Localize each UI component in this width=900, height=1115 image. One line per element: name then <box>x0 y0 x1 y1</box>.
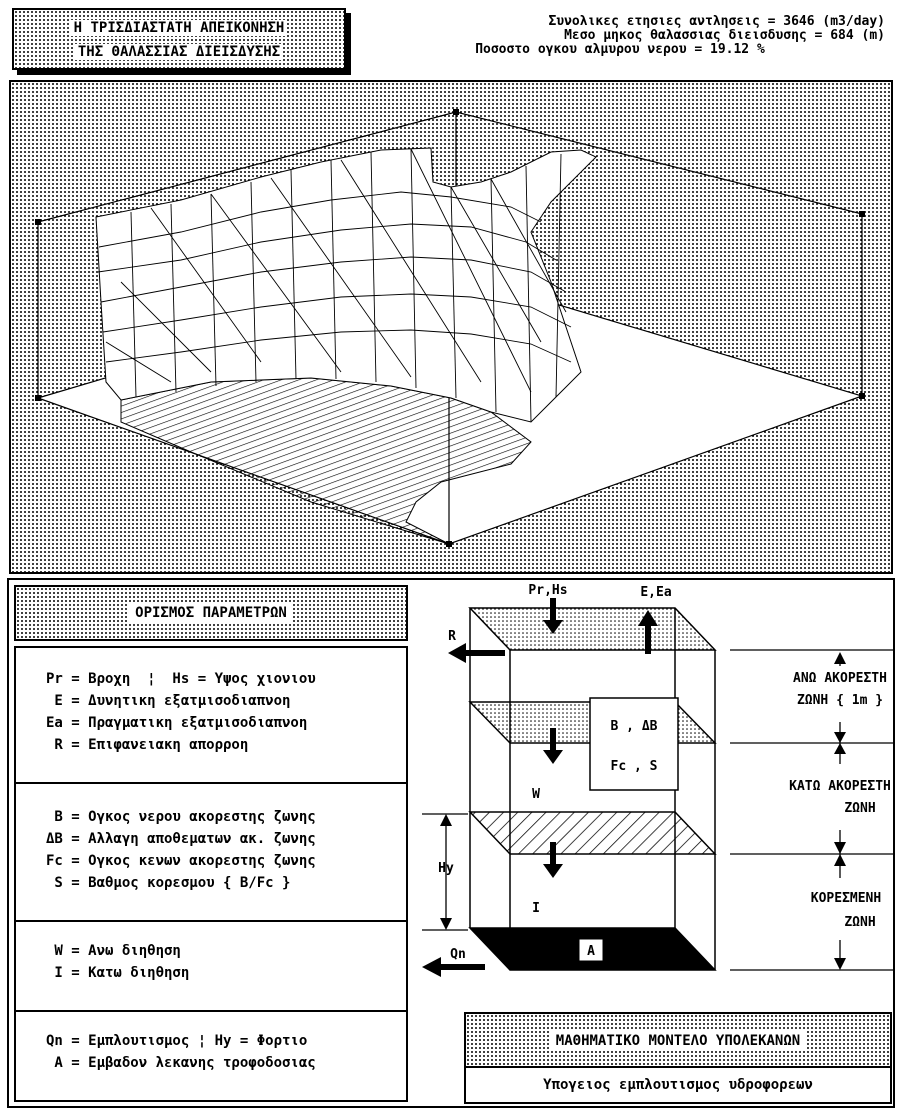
flux-arrows <box>422 598 658 977</box>
model-heading: ΜΑΘΗΜΑΤΙΚΟ ΜΟΝΤΕΛΟ ΥΠΟΛΕΚΑΝΩΝ <box>549 1031 807 1051</box>
parameters-heading-box: ΟΡΙΣΜΟΣ ΠΑΡΑΜΕΤΡΩΝ <box>14 585 408 641</box>
param-line: B = Ογκος νερου ακορεστης ζωνης <box>46 809 316 825</box>
param-line: R = Επιφανειακη απορροη <box>46 737 249 753</box>
lower-infiltration-arrow-icon <box>543 864 563 878</box>
label-a: A <box>587 944 595 959</box>
param-line: ΔB = Αλλαγη αποθεματων ακ. ζωνης <box>46 831 316 847</box>
hy-dimension <box>422 813 468 931</box>
title-box: Η ΤΡΙΣΔΙΑΣΤΑΤΗ ΑΠΕΙΚΟΝΗΣΗ ΤΗΣ ΘΑΛΑΣΣΙΑΣ … <box>12 8 346 70</box>
zone-scale-arrows <box>834 652 846 970</box>
title-line-2: ΤΗΣ ΘΑΛΑΣΣΙΑΣ ΔΙΕΙΣΔΥΣΗΣ <box>74 44 284 60</box>
zone-saturated-line1: ΚΟΡΕΣΜΕΝΗ <box>811 891 881 906</box>
label-hy: Hy <box>438 861 454 876</box>
param-line: A = Εμβαδον λεκανης τροφοδοσιας <box>46 1055 316 1071</box>
zone-lower-unsaturated-line1: ΚΑΤΩ ΑΚΟΡΕΣΤΗ <box>789 779 891 794</box>
zone-lower-unsaturated-line2: ΖΩΝΗ <box>844 801 875 816</box>
upper-infiltration-arrow-icon <box>543 750 563 764</box>
label-i: I <box>532 901 540 916</box>
wireframe-canvas <box>35 109 865 547</box>
aquifer-block-diagram: B , ΔB Fc , S Pr,Hs E,Ea R W I Qn A Hy <box>422 583 894 977</box>
evaporation-arrow-icon <box>638 610 658 626</box>
hy-up-arrow-icon <box>440 814 452 826</box>
recharge-arrow-icon <box>422 957 441 977</box>
parameters-group-unsaturated-zone: B = Ογκος νερου ακορεστης ζωνης ΔB = Αλλ… <box>14 782 408 922</box>
seawater-intrusion-3d-view <box>9 80 893 574</box>
param-line: I = Κατω διηθηση <box>46 965 190 981</box>
statistics-panel: Συνολικες ετησιες αντλησεις = 3646 (m3/d… <box>355 4 895 74</box>
stat-salt-water-volume: Ποσοστο ογκου αλμυρου νερου = 19.12 % <box>475 42 765 57</box>
zone-saturated-line2: ΖΩΝΗ <box>844 915 875 930</box>
zone-upper-unsaturated-line2: ΖΩΝΗ { 1m } <box>797 693 883 708</box>
model-subtitle: Υπογειος εμπλουτισμος υδροφορεων <box>543 1077 813 1093</box>
param-line: W = Ανω διηθηση <box>46 943 181 959</box>
parameters-group-precipitation: Pr = Βροχη ¦ Hs = Υψος χιονιου E = Δυνητ… <box>14 646 408 784</box>
stat-total-pumping: Συνολικες ετησιες αντλησεις = 3646 (m3/d… <box>548 14 885 29</box>
runoff-arrow-icon <box>448 643 466 663</box>
param-line: Fc = Ογκος κενων ακορεστης ζωνης <box>46 853 316 869</box>
param-line: S = Βαθμος κορεσμου { B/Fc } <box>46 875 291 891</box>
param-line: Qn = Εμπλουτισμος ¦ Hy = Φορτιο <box>46 1033 308 1049</box>
hy-down-arrow-icon <box>440 918 452 930</box>
label-e-ea: E,Ea <box>640 585 671 600</box>
stat-intrusion-length: Μεσο μηκος θαλασσιας διεισδυσης = 684 (m… <box>564 28 885 43</box>
param-line: Ea = Πραγματικη εξατμισοδιαπνοη <box>46 715 308 731</box>
param-line: E = Δυνητικη εξατμισοδιαπνοη <box>46 693 291 709</box>
water-table-plane <box>468 811 717 855</box>
mesh-lines <box>97 148 572 423</box>
label-qn: Qn <box>450 947 466 962</box>
model-subtitle-box: Υπογειος εμπλουτισμος υδροφορεων <box>464 1066 892 1104</box>
parameters-heading: ΟΡΙΣΜΟΣ ΠΑΡΑΜΕΤΡΩΝ <box>129 603 293 623</box>
zone-upper-unsaturated-line1: ΑΝΩ ΑΚΟΡΕΣΤΗ <box>793 671 887 686</box>
title-line-1: Η ΤΡΙΣΔΙΑΣΤΑΤΗ ΑΠΕΙΚΟΝΗΣΗ <box>70 20 288 36</box>
parameters-group-infiltration: W = Ανω διηθηση I = Κατω διηθηση <box>14 920 408 1012</box>
storage-label-box <box>589 697 679 791</box>
surface-layer <box>468 607 717 651</box>
param-line: Pr = Βροχη ¦ Hs = Υψος χιονιου <box>46 671 316 687</box>
precipitation-arrow-icon <box>543 620 563 634</box>
model-heading-box: ΜΑΘΗΜΑΤΙΚΟ ΜΟΝΤΕΛΟ ΥΠΟΛΕΚΑΝΩΝ <box>464 1012 892 1068</box>
label-b-db: B , ΔB <box>611 719 658 734</box>
label-w: W <box>532 787 540 802</box>
label-pr-hs: Pr,Hs <box>528 583 567 598</box>
label-fc-s: Fc , S <box>611 759 658 774</box>
parameters-group-recharge: Qn = Εμπλουτισμος ¦ Hy = Φορτιο A = Εμβα… <box>14 1010 408 1102</box>
label-r: R <box>448 629 456 644</box>
